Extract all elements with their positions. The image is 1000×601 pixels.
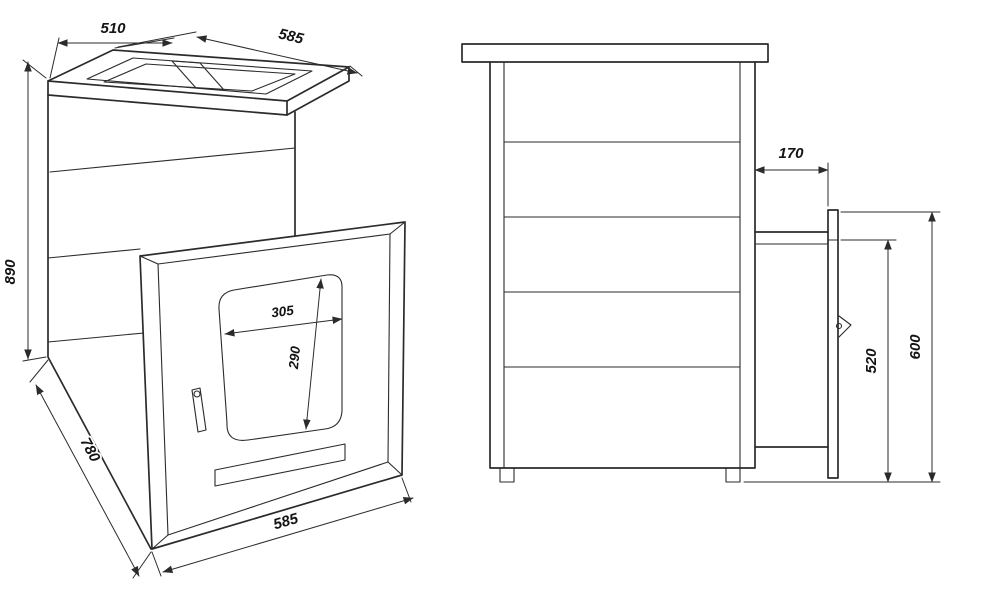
- dim-glass-height: 290: [284, 278, 324, 430]
- dim-label-overall-height: 890: [2, 259, 19, 285]
- leg-right: [725, 467, 741, 483]
- body-side: [489, 61, 756, 469]
- body-band-middle: [47, 248, 141, 259]
- tray-front-skirt: [47, 80, 288, 116]
- door-handle-pivot: [193, 390, 201, 398]
- door-vent-slot: [214, 443, 346, 487]
- dim-extension-line: [743, 211, 941, 483]
- handle-pivot: [835, 322, 843, 330]
- dim-label-overall-depth: 780: [77, 435, 104, 466]
- tray-right-skirt: [286, 66, 350, 116]
- door-glass-window: [218, 274, 343, 441]
- dim-extension-line: [117, 31, 363, 77]
- dim-extension-line: [22, 59, 47, 362]
- dim-extension-line: [29, 359, 152, 579]
- dim-firebox-front-height: 520: [840, 239, 897, 483]
- side-view: 170 600 520: [461, 43, 941, 483]
- door-handle-side: [835, 315, 852, 338]
- dim-overall-front-height: 600: [743, 211, 941, 483]
- dim-extension-line: [754, 162, 829, 229]
- body-band-lower: [47, 332, 145, 343]
- top-stone-tray: [47, 49, 350, 116]
- body-band-lines: [503, 141, 741, 368]
- facade-plate-side: [827, 209, 839, 479]
- dim-label-facade-width: 585: [271, 510, 300, 533]
- dim-line: [162, 497, 414, 573]
- facade-corner-miters: [139, 221, 406, 550]
- dim-overall-height: 890: [0, 59, 47, 362]
- dim-line: [303, 278, 324, 430]
- top-cap: [461, 43, 769, 63]
- body-side-outline: [489, 61, 756, 469]
- dim-top-depth: 585: [117, 24, 363, 77]
- front-perspective-view: 510 585 890 780 585 305 290: [0, 18, 414, 579]
- dim-top-width: 510: [49, 18, 175, 79]
- tray-crossbar: [171, 60, 225, 91]
- cap-plate: [461, 43, 769, 63]
- dim-line: [35, 384, 140, 577]
- legs: [499, 467, 741, 483]
- dim-label-firebox-front-height: 520: [863, 348, 880, 374]
- dim-tunnel-length: 170: [754, 143, 829, 229]
- dim-overall-depth: 780: [29, 359, 152, 579]
- facade-strip: [827, 209, 839, 479]
- dim-line: [196, 35, 358, 75]
- dim-label-overall-front-height: 600: [907, 334, 924, 360]
- leg-left: [499, 467, 515, 483]
- fuel-tunnel: [754, 231, 829, 448]
- door-handle: [191, 387, 207, 433]
- dim-label-glass-width: 305: [270, 303, 295, 321]
- body-band-upper: [49, 147, 296, 173]
- dim-label-tunnel-length: 170: [778, 145, 804, 162]
- handle-lever: [838, 315, 852, 338]
- dim-label-top-width: 510: [100, 20, 126, 37]
- dim-label-glass-height: 290: [286, 345, 303, 370]
- dim-label-top-depth: 585: [277, 26, 306, 48]
